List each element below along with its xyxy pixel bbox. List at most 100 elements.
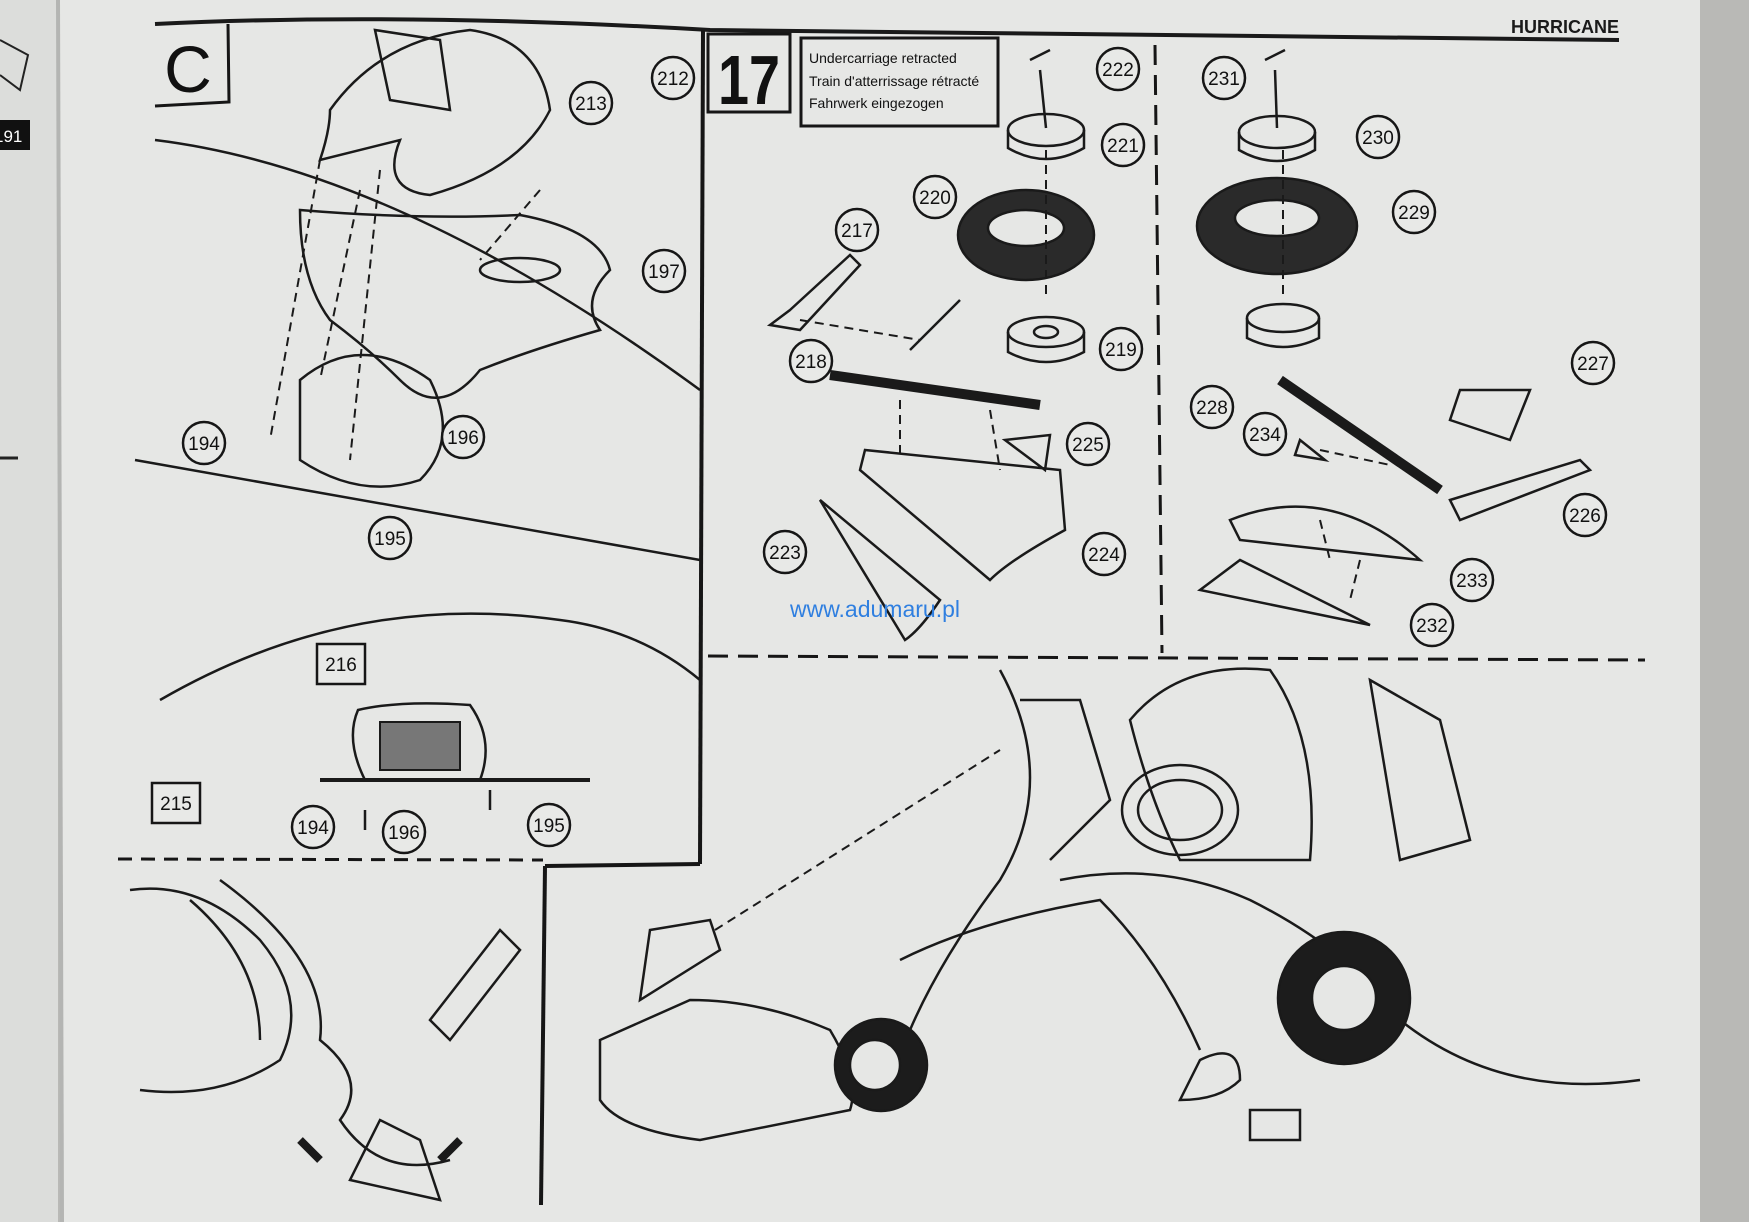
- part-callout: 194: [290, 804, 336, 850]
- part-callout: 223: [762, 529, 808, 575]
- part-number: 228: [1196, 398, 1228, 419]
- header-rule: [154, 17, 1620, 42]
- part-callout: 213: [568, 80, 614, 126]
- right-wheel-assembly: [1195, 48, 1593, 627]
- callout-outline: [1201, 55, 1247, 101]
- callout-outline: [1189, 384, 1235, 430]
- part-number: 221: [1107, 136, 1139, 157]
- vertical-divider: [1153, 44, 1164, 654]
- callout-outline: [650, 55, 696, 101]
- part-number: 225: [1072, 435, 1104, 456]
- callout-outline: [526, 802, 572, 848]
- part-number: 226: [1569, 506, 1601, 527]
- part-labels: 212 213 197 194 196 195 216 215 194 196 195 222 221 2…: [150, 46, 1616, 855]
- page-fold: [56, 0, 64, 1222]
- callout-outline: [1242, 411, 1288, 457]
- step-caption-box: [799, 36, 1000, 128]
- part-callout: 226: [1562, 492, 1608, 538]
- part-number: 233: [1456, 571, 1488, 592]
- part-number: 227: [1577, 354, 1609, 375]
- part-callout: 228: [1189, 384, 1235, 430]
- part-number: 196: [447, 428, 479, 449]
- part-callout: 220: [912, 174, 958, 220]
- part-number: 194: [188, 434, 220, 455]
- callout-outline: [1449, 557, 1495, 603]
- callout-outline: [1562, 492, 1608, 538]
- part-number: 197: [648, 262, 680, 283]
- part-callout: 233: [1449, 557, 1495, 603]
- page-number-fragment: 191: [0, 127, 22, 146]
- part-callout: 222: [1095, 46, 1141, 92]
- section-c-panel: [117, 23, 705, 1206]
- part-callout: 230: [1355, 114, 1401, 160]
- page-number-badge: [0, 120, 30, 150]
- callout-outline: [367, 515, 413, 561]
- section-c-letter: C: [164, 32, 212, 106]
- caption-english: Undercarriage retracted: [809, 50, 957, 66]
- part-number: 194: [297, 818, 329, 839]
- callout-outline: [1570, 340, 1616, 386]
- caption-french: Train d'atterrissage rétracté: [809, 73, 979, 89]
- assembly-leader-lines: [269, 159, 541, 461]
- left-page-drawing: [0, 39, 30, 92]
- part-number: 196: [388, 823, 420, 844]
- header-title: HURRICANE: [1511, 17, 1619, 37]
- callout-outline: [1391, 189, 1437, 235]
- callout-outline: [641, 248, 687, 294]
- watermark: www.adumaru.pl: [789, 596, 960, 622]
- part-callout: 232: [1409, 602, 1455, 648]
- callout-outline: [1355, 114, 1401, 160]
- part-callout: 224: [1081, 531, 1127, 577]
- part-callout: 218: [788, 338, 834, 384]
- horizontal-divider: [707, 654, 1646, 662]
- part-number: 224: [1088, 545, 1120, 566]
- left-dashed-guides: [799, 150, 1047, 471]
- cockpit-drawing: [129, 28, 701, 1202]
- callout-outline: [1098, 326, 1144, 372]
- part-callout: 195: [526, 802, 572, 848]
- callout-outline: [381, 809, 427, 855]
- callout-outline: [1100, 122, 1146, 168]
- part-callout: 195: [367, 515, 413, 561]
- part-number: 215: [160, 794, 192, 815]
- step-number: 17: [718, 41, 780, 119]
- callout-outline: [440, 414, 486, 460]
- part-callout: 196: [440, 414, 486, 460]
- part-callout: 197: [641, 248, 687, 294]
- part-number: 219: [1105, 340, 1137, 361]
- callout-outline: [181, 420, 227, 466]
- right-dashed-guides: [1282, 150, 1391, 601]
- callout-outline: [290, 804, 336, 850]
- callout-outline: [315, 642, 367, 686]
- part-number: 212: [657, 69, 689, 90]
- part-number: 231: [1208, 69, 1240, 90]
- part-number: 217: [841, 221, 873, 242]
- part-callout: 196: [381, 809, 427, 855]
- part-number: 230: [1362, 128, 1394, 149]
- part-callout: 229: [1391, 189, 1437, 235]
- part-callout: 219: [1098, 326, 1144, 372]
- part-number: 195: [374, 529, 406, 550]
- callout-outline: [834, 207, 880, 253]
- callout-outline: [150, 781, 202, 825]
- left-wheel-assembly: [766, 48, 1096, 642]
- callout-outline: [1409, 602, 1455, 648]
- callout-outline: [568, 80, 614, 126]
- callout-outline: [1065, 421, 1111, 467]
- paper-left-page: [0, 0, 58, 1222]
- callout-outline: [762, 529, 808, 575]
- callout-outline: [1081, 531, 1127, 577]
- part-callout: 217: [834, 207, 880, 253]
- part-number: 222: [1102, 60, 1134, 81]
- part-callout: 216: [315, 642, 367, 686]
- part-number: 234: [1249, 425, 1281, 446]
- caption-german: Fahrwerk eingezogen: [809, 95, 944, 111]
- wing-leader-line: [714, 749, 1001, 931]
- part-number: 229: [1398, 203, 1430, 224]
- part-callout: 227: [1570, 340, 1616, 386]
- part-number: 223: [769, 543, 801, 564]
- part-callout: 231: [1201, 55, 1247, 101]
- part-number: 195: [533, 816, 565, 837]
- part-callout: 234: [1242, 411, 1288, 457]
